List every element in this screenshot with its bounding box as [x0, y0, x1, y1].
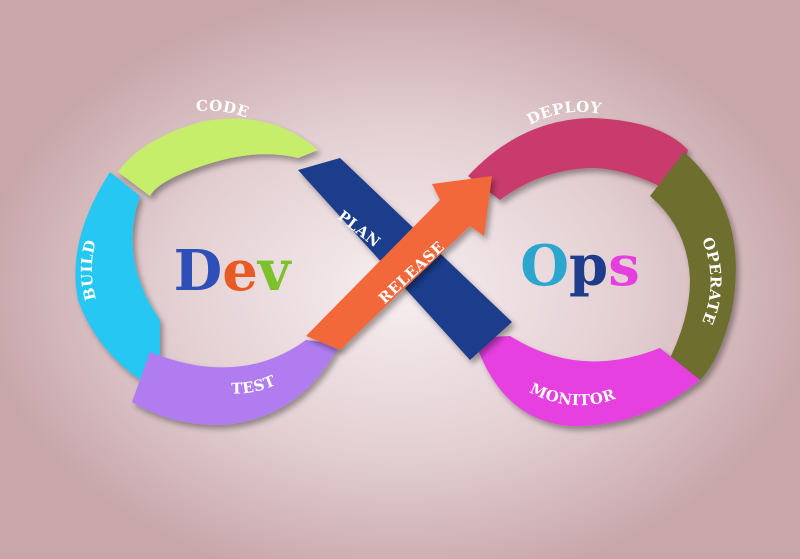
- ops-letter-o: O: [520, 233, 569, 299]
- build-arrow: [75, 172, 160, 392]
- code-arrow: [118, 118, 318, 196]
- monitor-arrow: [474, 336, 700, 427]
- code-label: CODE: [195, 97, 251, 122]
- ops-letter-s: s: [608, 233, 640, 299]
- operate-arrow: [650, 152, 736, 380]
- deploy-arrow: [468, 118, 688, 200]
- dev-letter-v: v: [256, 238, 292, 304]
- test-arrow: [132, 340, 340, 425]
- dev-word: Dev: [174, 238, 292, 304]
- build-label: BUILD: [78, 238, 100, 302]
- release-arrow: [306, 176, 492, 350]
- ops-word: Ops: [520, 233, 639, 299]
- ops-letter-p: p: [569, 233, 608, 299]
- dev-letter-d: D: [174, 238, 223, 304]
- dev-letter-e: e: [222, 238, 258, 304]
